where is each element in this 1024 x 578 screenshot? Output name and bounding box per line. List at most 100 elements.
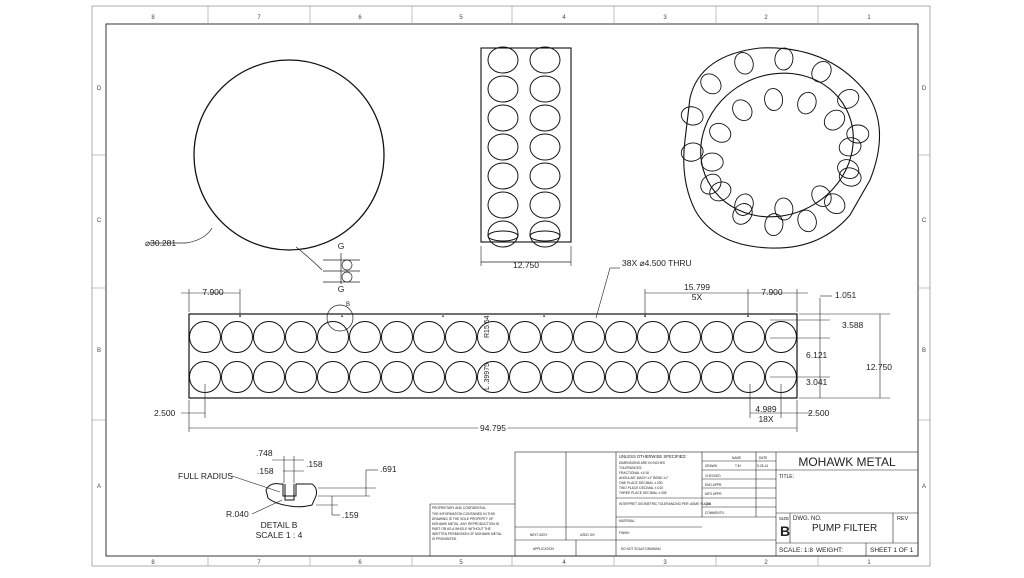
iso-hole: [732, 203, 753, 225]
iso-hole: [700, 152, 724, 172]
diameter-leader: [150, 227, 213, 244]
flat-holes: [189, 321, 797, 393]
flat-hole: [221, 321, 253, 353]
flat-hole: [541, 321, 573, 353]
side-hole: [487, 191, 519, 219]
full-radius-label: FULL RADIUS: [178, 471, 233, 481]
zone-labels: 8 7 6 5 4 3 2 1 8 7 6 5 4 3 2 1 D C B A …: [97, 15, 927, 566]
tolerance-line: ONE PLACE DECIMAL ±.030: [619, 481, 663, 485]
bend-mark: ▪: [644, 314, 646, 320]
detail-b-marker: B: [346, 302, 350, 308]
flat-hole: [253, 321, 285, 353]
side-view-holes: [487, 46, 561, 248]
qa-label: Q.A.: [705, 502, 711, 506]
detail-dim-mid-left: .158: [257, 466, 274, 476]
flat-hole: [349, 321, 381, 353]
iso-hole: [700, 73, 722, 95]
title-block: [429, 451, 919, 557]
application-label: APPLICATION: [533, 547, 555, 551]
tolerance-line: TWO PLACE DECIMAL ±.010: [619, 486, 663, 490]
side-width-label: 12.750: [513, 260, 539, 270]
outer-border: [91, 5, 931, 567]
zone-bottom-2: 2: [764, 560, 768, 566]
eng-appr-label: ENG APPR.: [705, 483, 722, 487]
overall-length-label: 94.795: [480, 423, 506, 433]
pitch-label: 15.799: [684, 282, 710, 292]
flat-hole: [189, 321, 221, 353]
iso-hole: [732, 99, 753, 122]
flat-hole: [669, 321, 701, 353]
flat-hole: [573, 321, 605, 353]
bend-mark: ▪: [543, 314, 545, 320]
zone-right-b: B: [922, 348, 926, 354]
sheet-label: SHEET 1 OF 1: [870, 547, 914, 554]
side-hole: [529, 75, 561, 103]
zone-top-4: 4: [562, 15, 566, 21]
date-col-label: DATE: [759, 456, 767, 460]
proprietary-line: IS PROHIBITED.: [432, 537, 457, 541]
side-hole: [529, 133, 561, 161]
flat-hole: [317, 361, 349, 393]
flat-hole: [605, 361, 637, 393]
side-hole: [487, 75, 519, 103]
bend-mark: ▪: [747, 314, 749, 320]
detail-dim-right: .691: [380, 464, 397, 474]
side-hole: [487, 220, 519, 248]
proprietary-line: DRAWING IS THE SOLE PROPERTY OF: [432, 517, 493, 521]
zone-right-a: A: [922, 484, 926, 490]
zone-ticks: [92, 6, 930, 566]
iso-hole: [700, 173, 722, 195]
tolerance-notes: DIMENSIONS ARE IN INCHESTOLERANCES:FRACT…: [619, 461, 669, 495]
iso-hole: [774, 47, 794, 71]
tolerance-line: TOLERANCES:: [619, 466, 642, 470]
hole-callout-leader: [595, 267, 611, 319]
radius-label: R15.54: [484, 315, 491, 338]
zone-top-1: 1: [867, 15, 871, 21]
flat-hole: [381, 321, 413, 353]
flat-hole: [445, 321, 477, 353]
center-label: L .39975: [484, 363, 491, 390]
flat-hole: [285, 321, 317, 353]
proprietary-line: WRITTEN PERMISSION OF MOHAWK METAL: [432, 532, 502, 536]
detail-scale: SCALE 1 : 4: [256, 530, 303, 540]
section-label-top: G: [338, 241, 345, 251]
iso-hole: [764, 88, 784, 111]
zone-left-b: B: [97, 348, 101, 354]
mfg-appr-label: MFG APPR.: [705, 492, 722, 496]
top-view-circle: [193, 59, 385, 251]
flat-hole: [221, 361, 253, 393]
title-label: TITLE:: [779, 474, 794, 480]
iso-hole: [680, 142, 704, 162]
iso-hole: [734, 193, 754, 216]
side-hole: [487, 230, 519, 242]
tolerance-line: THREE PLACE DECIMAL ±.005: [619, 491, 667, 495]
left-edge-label: 2.500: [154, 408, 176, 418]
next-assy-label: NEXT ASSY: [530, 533, 549, 537]
top-view: ⌀30.281 G G: [145, 59, 385, 294]
flat-hole: [701, 361, 733, 393]
zone-top-3: 3: [663, 15, 667, 21]
height-label: 12.750: [866, 362, 892, 372]
flat-hole: [349, 361, 381, 393]
title-block-text: MOHAWK METAL TITLE: SIZE B DWG. NO. PUMP…: [432, 454, 914, 554]
side-hole: [529, 220, 561, 248]
drawn-name: TJH: [735, 464, 742, 468]
side-hole: [529, 191, 561, 219]
hole-callout-label: 38X ⌀4.500 THRU: [622, 258, 692, 268]
flat-hole: [285, 361, 317, 393]
detail-dim-bottom: .159: [342, 510, 359, 520]
proprietary-title: PROPRIETARY AND CONFIDENTIAL: [432, 506, 486, 510]
flat-hole: [637, 361, 669, 393]
used-on-label: USED ON: [580, 533, 595, 537]
small-pitch-label: 4.989: [755, 404, 777, 414]
hole-center-top-label: 3.588: [842, 320, 864, 330]
iso-hole: [734, 52, 754, 75]
bend-mark: ▪: [341, 314, 343, 320]
zone-top-8: 8: [151, 15, 155, 21]
flat-hole: [253, 361, 285, 393]
iso-hole: [823, 109, 846, 131]
drawn-date: 5-25-14: [757, 464, 768, 468]
comments-label: COMMENTS:: [705, 511, 725, 515]
tolerance-line: ANGULAR: MACH ±1° BEND ±1°: [619, 476, 669, 480]
